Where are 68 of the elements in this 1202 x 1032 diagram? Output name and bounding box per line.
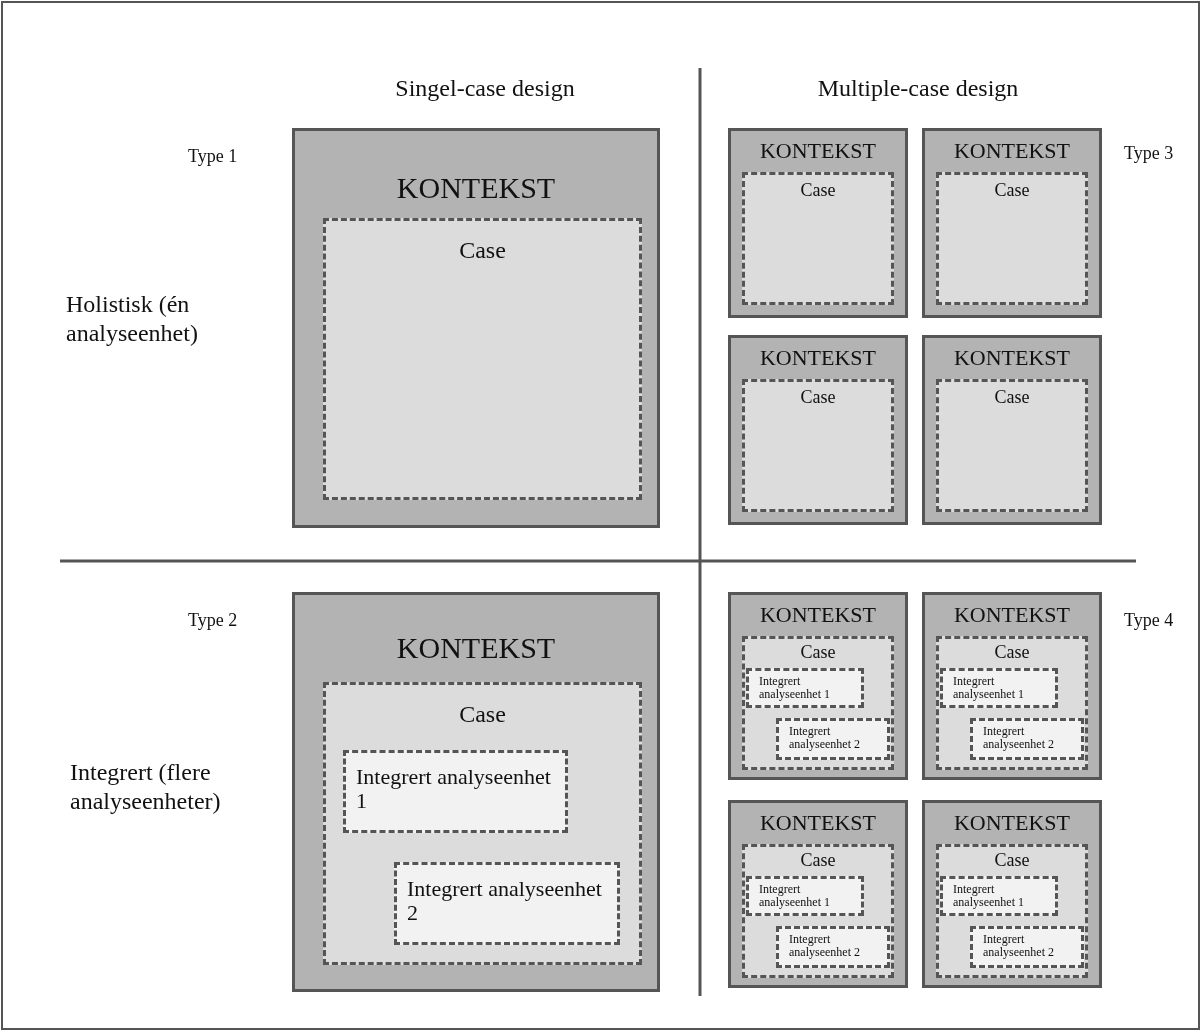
context-title: KONTEKST (396, 171, 556, 204)
context-box (728, 128, 908, 318)
context-box (922, 592, 1102, 780)
unit-label: Integrert analyseenhet 1 (759, 675, 831, 702)
type-label: Type 2 (188, 610, 238, 632)
analysis-unit-box (746, 668, 864, 708)
context-title: KONTEKST (759, 139, 877, 164)
unit-label: Integrert analyseenhet 2 (983, 933, 1055, 960)
unit-label: Integrert analyseenhet 2 (407, 877, 603, 926)
case-label: Case (800, 851, 836, 871)
column-heading: Singel-case design (395, 74, 575, 103)
case-box (323, 682, 642, 965)
unit-label: Integrert analyseenhet 1 (953, 675, 1025, 702)
case-box (936, 172, 1088, 305)
analysis-unit-box (746, 876, 864, 916)
unit-label: Integrert analyseenhet 2 (789, 933, 861, 960)
row-label: Holistisk (én analyseenhet) (66, 290, 199, 348)
case-label: Case (800, 643, 836, 663)
case-label: Case (459, 701, 506, 728)
case-box (936, 844, 1088, 978)
row-label: Integrert (flere analyseenheter) (70, 758, 222, 816)
case-label: Case (994, 851, 1030, 871)
context-box (922, 128, 1102, 318)
type-label: Type 4 (1124, 610, 1174, 632)
context-title: KONTEKST (396, 631, 556, 664)
context-box (728, 592, 908, 780)
analysis-unit-box (940, 668, 1058, 708)
column-heading: Multiple-case design (817, 74, 1019, 103)
case-label: Case (800, 181, 836, 201)
context-title: KONTEKST (953, 346, 1071, 371)
case-box (936, 379, 1088, 512)
analysis-unit-box (776, 718, 890, 760)
analysis-unit-box (343, 750, 568, 833)
case-label: Case (994, 181, 1030, 201)
context-box (292, 128, 660, 528)
context-box (922, 800, 1102, 988)
unit-label: Integrert analyseenhet 2 (789, 725, 861, 752)
case-box (936, 636, 1088, 770)
analysis-unit-box (970, 926, 1084, 968)
case-label: Case (994, 643, 1030, 663)
unit-label: Integrert analyseenhet 1 (759, 883, 831, 910)
type-label: Type 1 (188, 146, 238, 168)
context-title: KONTEKST (953, 139, 1071, 164)
context-box (728, 800, 908, 988)
case-box (742, 172, 894, 305)
context-box (292, 592, 660, 992)
context-title: KONTEKST (759, 346, 877, 371)
analysis-unit-box (970, 718, 1084, 760)
unit-label: Integrert analyseenhet 1 (953, 883, 1025, 910)
case-box (323, 218, 642, 500)
context-box (922, 335, 1102, 525)
case-box (742, 844, 894, 978)
case-box (742, 636, 894, 770)
context-box (728, 335, 908, 525)
analysis-unit-box (394, 862, 620, 945)
case-label: Case (994, 388, 1030, 408)
context-title: KONTEKST (953, 603, 1071, 628)
context-title: KONTEKST (759, 811, 877, 836)
unit-label: Integrert analyseenhet 2 (983, 725, 1055, 752)
unit-label: Integrert analyseenhet 1 (356, 765, 552, 814)
case-label: Case (459, 237, 506, 264)
case-box (742, 379, 894, 512)
context-title: KONTEKST (759, 603, 877, 628)
type-label: Type 3 (1124, 143, 1174, 165)
analysis-unit-box (940, 876, 1058, 916)
case-label: Case (800, 388, 836, 408)
context-title: KONTEKST (953, 811, 1071, 836)
analysis-unit-box (776, 926, 890, 968)
